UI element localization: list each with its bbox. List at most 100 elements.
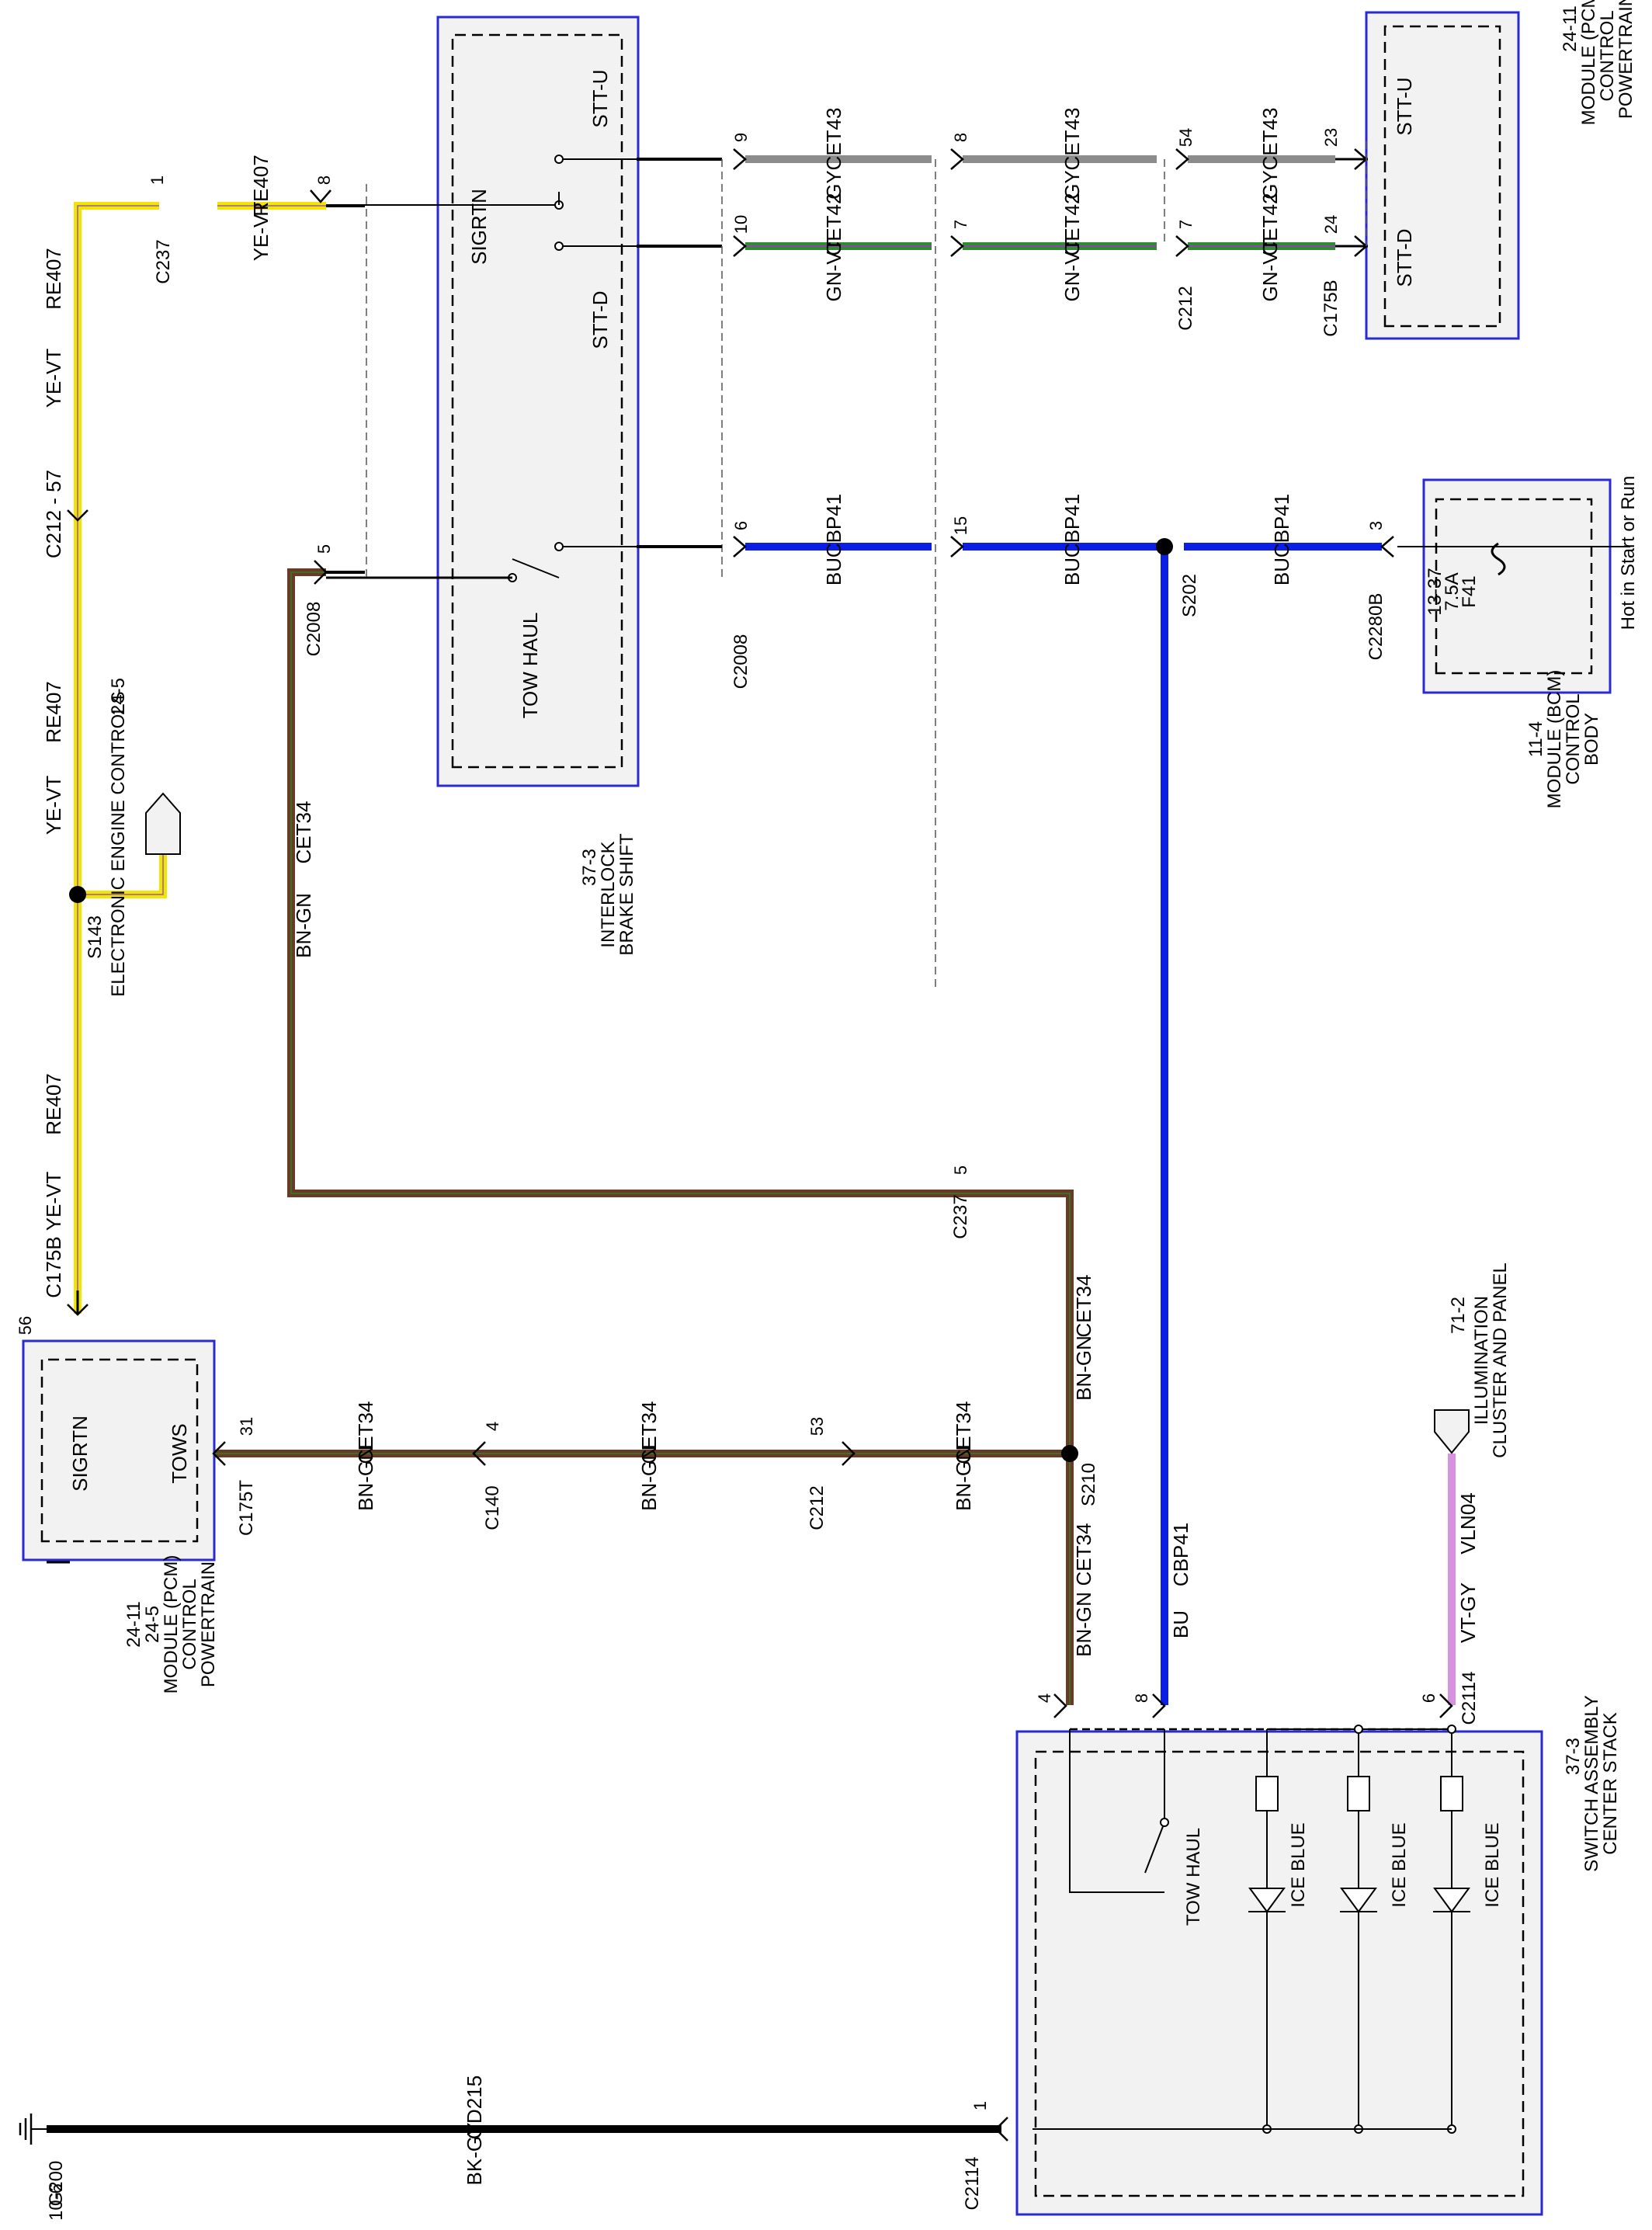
c175b-top-name: C175B (1321, 280, 1341, 336)
center-stack-internals (1069, 1725, 1470, 2134)
wire-re407-run: S143 RE407 YE-VT RE407 YE-VT RE407 YE-VT… (16, 155, 365, 1335)
c2114-pin-6: 6 (1419, 1693, 1439, 1703)
pcm-bottom-pin-tows: TOWS (168, 1423, 191, 1484)
splice-s143: S143 (85, 915, 106, 959)
re407-color-2: YE-VT (42, 776, 65, 835)
center-stack-switch-assembly: TOW HAUL ICE BLUE ICE BLUE ICE BLUE CENT… (1015, 1695, 1621, 2216)
cet34-color-5: BN-GN (637, 1446, 661, 1511)
bcm-page: 11-4 (1525, 721, 1546, 757)
c2008-left-name: C2008 (304, 602, 324, 657)
c175b-pin-54: 54 (1176, 128, 1196, 147)
c237-left-name: C237 (153, 239, 174, 283)
pcm-bottom-name-4: 24-5 (142, 1606, 163, 1643)
pcm-bottom-name-2: CONTROL (179, 1579, 200, 1669)
re407-color-1: YE-VT (42, 349, 65, 408)
cluster-page: 71-2 (1448, 1297, 1469, 1334)
cet43-color-2: GY (1060, 170, 1084, 200)
cluster-name-2: ILLUMINATION (1471, 1296, 1492, 1425)
re407-color-3: YE-VT (42, 1172, 65, 1231)
cbp41-label-2: CBP41 (1060, 494, 1084, 558)
splice-s210-dot (1061, 1445, 1078, 1462)
cet42-color-2: GN-VT (1060, 238, 1084, 301)
c212-pin-15: 15 (951, 516, 970, 535)
resistor-icon (1347, 1776, 1370, 1811)
cet34-color-2: BN-GN (1072, 1336, 1095, 1401)
splice-s143-dot (69, 886, 86, 903)
c2008-pin-10: 10 (731, 215, 751, 234)
wire-cet34-run: S210 CET34 BN-GN CET34 BN-GN CET34 BN-GN… (212, 544, 1099, 1705)
eec-connector-icon (145, 792, 181, 855)
c2114-pin-1: 1 (970, 2101, 990, 2110)
c175t-name: C175T (236, 1480, 257, 1536)
cbp41-label-4: CBP41 (1169, 1523, 1192, 1586)
cet43-label-1: CET43 (822, 108, 845, 171)
bsi-name-2: INTERLOCK (598, 841, 619, 947)
cbp41-color-3: BU (1270, 558, 1293, 585)
c2008-pin-9: 9 (731, 133, 751, 142)
cet43-color-1: GY (822, 170, 845, 200)
eec-page: 24-5 (108, 678, 129, 715)
splice-s202-dot (1156, 538, 1173, 555)
c2008-arrows (733, 148, 747, 257)
center-stack-led-label-1: ICE BLUE (1288, 1822, 1309, 1907)
eec-label: ELECTRONIC ENGINE CONTROLS (108, 691, 129, 996)
cet42-color-3: GN-VT (1258, 238, 1282, 301)
c237-pin-5: 5 (951, 1165, 970, 1175)
pcm-top-page: 24-11 (1560, 5, 1581, 52)
center-stack-led-label-3: ICE BLUE (1482, 1822, 1503, 1907)
cet34-label-2: CET34 (1072, 1275, 1095, 1338)
center-stack-page: 37-3 (1563, 1738, 1584, 1775)
c2114-name-bottom: C2114 (962, 2157, 983, 2211)
bcm-fuse-rating: 7.5A (1442, 572, 1463, 610)
gd215-label: GD215 (463, 2075, 486, 2139)
pcm-top-module: STT-U STT-D POWERTRAIN CONTROL MODULE (P… (1365, 0, 1636, 340)
cbp41-color-4: BU (1169, 1610, 1192, 1638)
cet34-label-3: CET34 (1072, 1523, 1095, 1586)
cet34-color-3: BN-GN (1072, 1592, 1095, 1657)
c237-pin-1: 1 (148, 175, 167, 185)
cet34-label-4: CET34 (952, 1402, 975, 1464)
bcm-feed-note: Hot in Start or Run (1618, 476, 1639, 630)
c212-pin-7: 7 (951, 220, 970, 229)
led-icon (1340, 1888, 1377, 1913)
c212-arrows (950, 148, 964, 257)
re407-arrows (67, 189, 331, 1316)
pcm-top-pin-stt-d: STT-D (1393, 228, 1416, 287)
c175b-in-arrows (1175, 148, 1189, 257)
c237-pin-8: 8 (314, 175, 334, 185)
cet42-label-2: CET42 (1060, 193, 1084, 256)
pcm-bottom-module: SIGRTN TOWS POWERTRAIN CONTROL MODULE (P… (22, 1339, 219, 1694)
pcm-top-name-3: MODULE (PCM) (1578, 0, 1599, 125)
bsi-switch-label: TOW HAUL (519, 613, 542, 719)
c140-name: C140 (482, 1485, 503, 1530)
cet42-label-1: CET42 (822, 193, 845, 256)
c175t-pin-31: 31 (237, 1417, 256, 1436)
cet43-color-3: GY (1258, 170, 1282, 200)
c237-bottom-name: C237 (950, 1194, 971, 1238)
fuse-icon (1491, 542, 1506, 576)
c2008-pin-5: 5 (314, 544, 334, 554)
c212-pin-53: 53 (807, 1417, 827, 1436)
bcm-fuse-ref: 13-37 (1425, 568, 1446, 615)
cet34-label-5: CET34 (637, 1402, 661, 1464)
cbp41-color-1: BU (822, 558, 845, 585)
c175b-pin-7: 7 (1176, 220, 1196, 229)
dashed-connector-lines (366, 141, 1367, 992)
center-stack-name-2: SWITCH ASSEMBLY (1581, 1695, 1602, 1872)
c212-57-name: C212 - 57 (42, 470, 65, 558)
wire-gd215-run: GD215 BK-GY 1 C2114 G200 10-6 (19, 1561, 1267, 2221)
bcm-name-2: CONTROL (1563, 693, 1584, 784)
cet42-color-1: GN-VT (822, 238, 845, 301)
splice-s202: S202 (1179, 574, 1200, 617)
c175b-pin-56: 56 (16, 1316, 35, 1335)
pcm-bottom-name-3: MODULE (PCM) (161, 1555, 182, 1694)
re407-label-1: RE407 (42, 248, 65, 310)
top-wire-labels: CET43 GY CET43 GY CET43 GY CET42 GN-VT C… (822, 108, 1282, 302)
ground-name: G200 (46, 2161, 67, 2207)
resistor-icon (1255, 1776, 1279, 1811)
bcm-module: F41 7.5A 13-37 Hot in Start or Run BODY … (1422, 476, 1639, 808)
c212-bottom-name: C212 (807, 1485, 828, 1530)
